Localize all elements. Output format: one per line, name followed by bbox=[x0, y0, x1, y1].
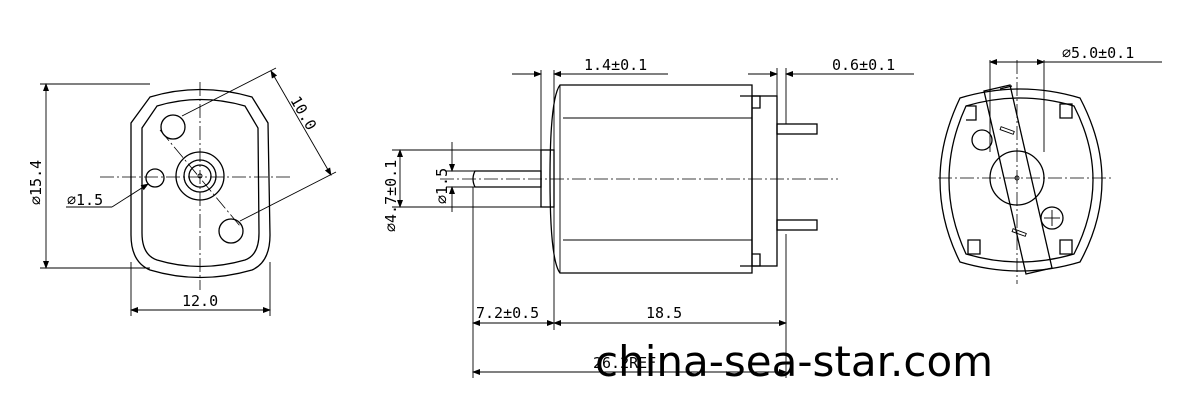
side-shaft bbox=[472, 170, 542, 188]
side-view: 1.4±0.1 0.6±0.1 ⌀4.7±0.1 ⌀1.5 7.2±0.5 18… bbox=[382, 56, 914, 378]
front-housing-outline bbox=[130, 88, 271, 279]
front-shaft bbox=[197, 173, 203, 179]
front-housing-inner bbox=[141, 98, 260, 268]
side-terminal-bottom bbox=[776, 219, 818, 231]
front-width-dim: 12.0 bbox=[182, 292, 218, 310]
rear-strip-detail bbox=[999, 85, 1013, 90]
side-shaft-dim: ⌀1.5 bbox=[433, 168, 451, 204]
cap-lip-top bbox=[740, 95, 761, 109]
leader-line bbox=[111, 183, 149, 208]
front-boss-outer bbox=[175, 151, 225, 201]
rear-housing-outline bbox=[939, 88, 1103, 272]
rear-slot bbox=[999, 126, 1015, 135]
mounting-hole-top bbox=[160, 114, 186, 140]
hole-spacing-dim-line bbox=[270, 70, 332, 176]
side-flange-dim: 1.4±0.1 bbox=[584, 56, 647, 74]
front-hole-dim: ⌀1.5 bbox=[67, 191, 103, 209]
front-view: ⌀15.4 12.0 10.0 ⌀1.5 bbox=[27, 67, 337, 316]
side-body-length-dim: 18.5 bbox=[646, 304, 682, 322]
rear-slot bbox=[1011, 228, 1027, 237]
ext-line bbox=[239, 171, 337, 222]
rear-screw bbox=[1040, 206, 1064, 230]
front-height-dim: ⌀15.4 bbox=[27, 160, 45, 205]
front-boss-mid bbox=[183, 159, 217, 193]
mounting-hole-bottom bbox=[218, 218, 244, 244]
side-terminal-gap-dim: 0.6±0.1 bbox=[832, 56, 895, 74]
side-shaft-length-dim: 7.2±0.5 bbox=[476, 304, 539, 322]
side-front-boss bbox=[540, 149, 555, 208]
side-boss-dim: ⌀4.7±0.1 bbox=[382, 160, 400, 232]
rear-brush-strip bbox=[983, 84, 1053, 275]
rear-hole-left bbox=[971, 129, 993, 151]
mounting-hole-left bbox=[145, 168, 165, 188]
rear-diameter-dim: ⌀5.0±0.1 bbox=[1062, 44, 1134, 62]
front-boss-inner bbox=[188, 164, 212, 188]
side-terminal-top bbox=[776, 123, 818, 135]
rear-view: ⌀5.0±0.1 bbox=[938, 44, 1162, 284]
side-end-cap bbox=[751, 95, 778, 267]
rear-notch bbox=[1059, 239, 1073, 255]
front-hole-spacing-dim: 10.0 bbox=[287, 93, 321, 133]
rear-housing-inner bbox=[948, 97, 1094, 263]
rear-notch bbox=[1059, 103, 1073, 119]
ext-line bbox=[181, 67, 277, 117]
watermark: china-sea-star.com bbox=[595, 337, 993, 386]
side-overall-length-dim: 26.2REF bbox=[593, 354, 656, 372]
rear-notch bbox=[966, 105, 977, 121]
cap-lip-bottom bbox=[740, 253, 761, 267]
rear-notch bbox=[967, 239, 981, 255]
